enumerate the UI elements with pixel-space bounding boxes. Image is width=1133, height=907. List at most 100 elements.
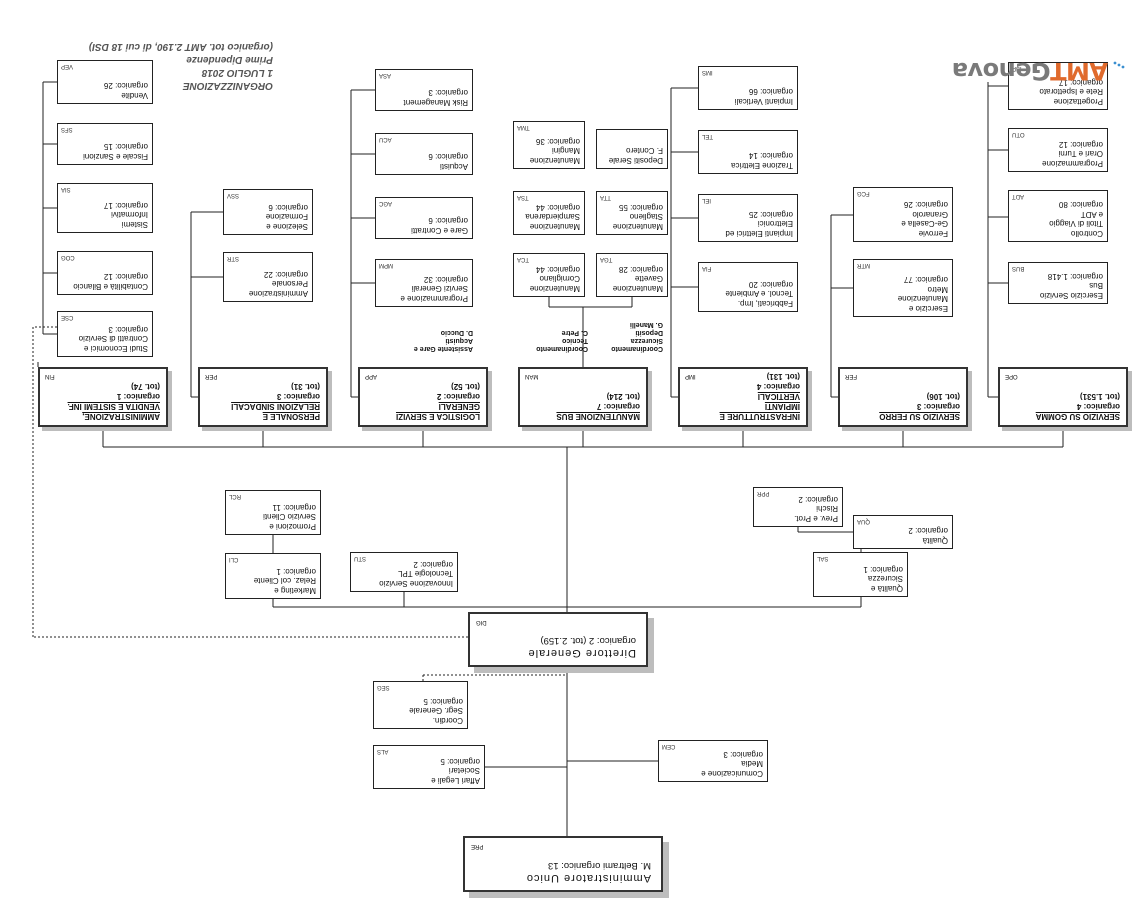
dept-man-name: MANUTENZIONE BUS [556, 412, 640, 421]
staff-qua-box: Qualità organico: 2 QUA [853, 515, 953, 549]
staff-cem-code: CEM [662, 743, 676, 750]
ope-otu-organico: organico: 12 [1058, 139, 1103, 149]
staff-seg-organico: organico: 5 [423, 696, 463, 706]
man-staglieno-name: Manutenzione Staglieno [612, 212, 663, 231]
logo-prefix: AMT [1050, 57, 1108, 85]
fin-sfs-organico: organico: 15 [103, 142, 148, 152]
dept-app-tot: (tot. 52) [451, 382, 480, 391]
dept-per-box: PERSONALE E RELAZIONI SINDACALI organico… [198, 367, 328, 427]
direttore-organico: organico: 2 [588, 634, 636, 646]
app-agc-organico: organico: 6 [428, 216, 468, 226]
dept-app-organico: organico: 2 [436, 392, 480, 401]
imp-iel-organico: organico: 25 [748, 209, 793, 219]
dept-ope-organico: organico: 4 [1076, 402, 1120, 411]
imp-tel-name: Trazione Elettrica [731, 161, 793, 170]
man-sampierdarena-organico: organico: 44 [535, 202, 580, 212]
dept-app-box: LOGISTICA E SERVIZI GENERALI organico: 2… [358, 367, 488, 427]
dept-man-organico: organico: 7 [596, 402, 640, 411]
fin-sfs-code: SFS [61, 126, 73, 133]
fin-cse-organico: organico: 3 [108, 324, 148, 334]
staff-seg-name: Coordin. Segr. Generale [409, 706, 463, 725]
staff-rcl-name: Promozioni e Servizio Clienti [263, 512, 316, 531]
fin-cse-name: Studi Economici e Contratti di Servizio [78, 334, 148, 353]
fer-fcg-code: FCG [857, 190, 870, 197]
dept-fer-tot: (tot. 106) [926, 392, 960, 401]
staff-cem-name: Comunicazione e Media [701, 759, 763, 778]
direttore-title: Direttore Generale [527, 647, 637, 659]
staff-sal-name: Qualità e Sicurezza [867, 574, 903, 593]
imp-iel-name: Impianti Elettrici ed Elettronici [725, 219, 793, 238]
imp-fia-code: FIA [702, 265, 712, 272]
per-ssv-name: Selezione e Formazione [265, 212, 308, 231]
dept-per-tot: (tot. 31) [291, 382, 320, 391]
man-gavette-organico: organico: 28 [618, 264, 663, 274]
man-staglieno-code: TTA [600, 194, 611, 201]
amministratore-unico-box: Amministratore Unico M. Beltrami organic… [463, 836, 663, 892]
man-staglieno-organico: organico: 55 [618, 202, 663, 212]
app-acu-name: Acquisti [439, 162, 468, 171]
staff-cli-box: Marketing e Relaz. col Cliente organico:… [225, 553, 321, 599]
fer-mtr-code: MTR [857, 262, 870, 269]
imp-tel-organico: organico: 14 [748, 151, 793, 161]
dept-fer-name: SERVIZIO SU FERRO [879, 412, 960, 421]
staff-cli-code: CLI [229, 556, 239, 563]
man-cornigliano-organico: organico: 44 [535, 264, 580, 274]
staff-cli-organico: organico: 1 [276, 566, 316, 576]
app-note-assistente: Assistente Gare e Acquisti D. Duccio [413, 328, 473, 352]
man-gavette-code: TGA [600, 256, 613, 263]
staff-stu-name: Innovazione Servizio Tecnologie TPL [379, 569, 453, 588]
staff-seg-code: SEG [377, 684, 390, 691]
logo-suffix: Genova [952, 57, 1051, 85]
app-asa-code: ASA [379, 72, 392, 79]
fer-mtr-name: Esercizio e Manutenzione Metro [897, 284, 948, 313]
ope-otu-code: OTU [1012, 131, 1025, 138]
title-line-2: 1 LUGLIO 2018 [201, 67, 273, 78]
fin-sia-code: SIA [61, 186, 71, 193]
fin-sia-organico: organico: 17 [103, 200, 148, 210]
dept-man-code: MAN [525, 373, 539, 380]
dept-man-box: MANUTENZIONE BUS organico: 7 (tot. 214) … [518, 367, 648, 427]
dept-ope-box: SERVIZIO SU GOMMA organico: 4 (tot. 1.53… [998, 367, 1128, 427]
staff-als-code: ALS [377, 748, 389, 755]
staff-qua-name: Qualità [922, 536, 948, 545]
staff-rcl-box: Promozioni e Servizio Clienti organico: … [225, 490, 321, 535]
ope-otu-name: Programmazione Orari e Turni [1042, 149, 1103, 168]
staff-cem-box: Comunicazione e Media organico: 3 CEM [658, 740, 768, 782]
per-str-code: STR [227, 255, 239, 262]
app-mpm-organico: organico: 32 [423, 274, 468, 284]
staff-sal-box: Qualità e Sicurezza organico: 1 SAL [813, 552, 908, 597]
dept-fin-tot: (tot. 74) [131, 382, 160, 391]
man-mangini-code: TMA [517, 124, 530, 131]
amministratore-code: PRE [471, 842, 484, 849]
title-line-3: Prime Dipendenze [186, 54, 273, 65]
man-depositi-name: Depositi Serale F. Contero [608, 146, 663, 165]
dept-per-name: PERSONALE E RELAZIONI SINDACALI [231, 402, 320, 421]
man-sampierdarena-name: Manutenzione Sampierdarena [525, 212, 580, 231]
fer-fcg-organico: organico: 26 [903, 200, 948, 210]
app-asa-organico: organico: 3 [428, 88, 468, 98]
direttore-code: DIG [476, 618, 487, 625]
app-acu-organico: organico: 6 [428, 152, 468, 162]
staff-ppr-name: Prev. e Prot. Rischi [794, 504, 838, 523]
per-ssv-code: SSV [227, 192, 240, 199]
amministratore-title: Amministratore Unico [525, 872, 651, 884]
man-unit-depositi: Depositi Serale F. Contero [596, 129, 668, 169]
app-agc-code: AGC [379, 200, 393, 207]
dept-fer-code: FER [845, 373, 857, 380]
dept-app-name: LOGISTICA E SERVIZI GENERALI [395, 402, 480, 421]
staff-cem-organico: organico: 3 [723, 749, 763, 759]
amministratore-person: M. Beltrami [602, 859, 651, 871]
